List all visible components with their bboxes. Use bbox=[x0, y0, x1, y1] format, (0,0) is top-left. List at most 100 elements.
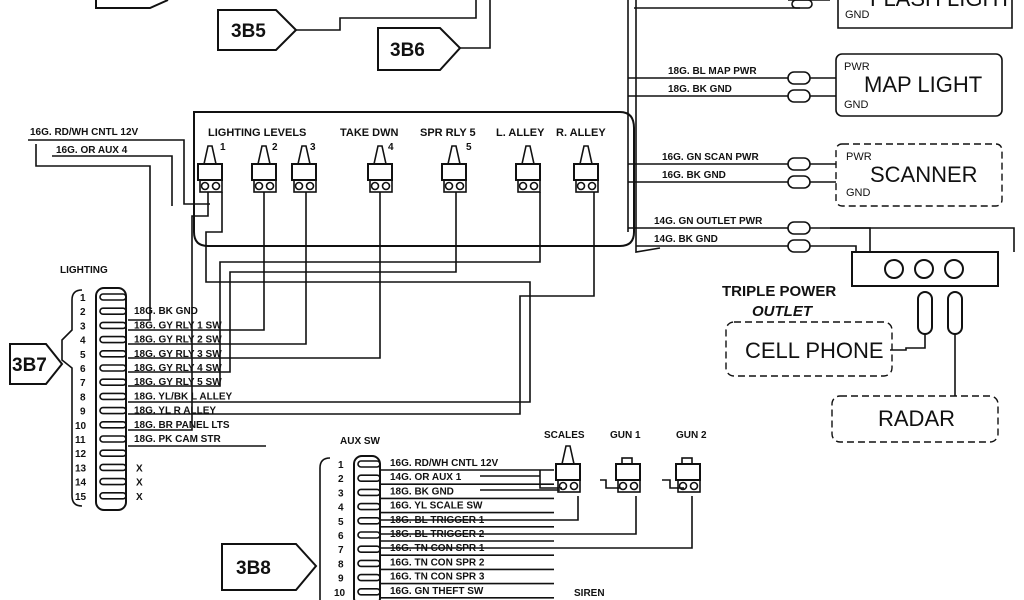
lighting-pin-4: 4 bbox=[80, 336, 86, 347]
flash-light-gnd: GND bbox=[845, 9, 870, 21]
lighting-wire-label: 18G. BR PANEL LTS bbox=[134, 420, 230, 431]
toggle-switch-1 bbox=[197, 145, 223, 193]
switch-num-5: 5 bbox=[466, 142, 472, 153]
aux-pin-socket bbox=[357, 545, 381, 554]
scanner-label: SCANNER bbox=[870, 162, 978, 187]
aux-wire-label: 16G. GN THEFT SW bbox=[390, 586, 484, 597]
lighting-wire-label: 18G. YL R ALLEY bbox=[134, 406, 216, 417]
connector-3b5-label: 3B5 bbox=[231, 21, 266, 42]
gun2-label: GUN 2 bbox=[676, 430, 707, 441]
cntl12-wire-label: 16G. RD/WH CNTL 12V bbox=[30, 127, 138, 138]
flash-light-label: FLASH LIGHT bbox=[870, 0, 1012, 11]
lighting-unused-mark: X bbox=[136, 478, 143, 489]
aux-pin-9: 9 bbox=[338, 574, 344, 585]
toggle-switch-7 bbox=[573, 145, 599, 193]
lighting-pin-socket bbox=[99, 449, 127, 458]
switch-num-3: 3 bbox=[310, 142, 316, 153]
radar-device: RADAR bbox=[831, 395, 999, 443]
lighting-unused-mark: X bbox=[136, 463, 143, 474]
aux-pin-socket bbox=[357, 460, 381, 468]
aux-pin-5: 5 bbox=[338, 517, 344, 528]
scanner-device: 16G. GN SCAN PWR 16G. BK GND PWR GND SCA… bbox=[662, 143, 1003, 207]
aux-pin-socket bbox=[357, 516, 381, 525]
connector-tag-top-left bbox=[95, 0, 169, 9]
aux-pin-4: 4 bbox=[338, 503, 344, 514]
map-light-label: MAP LIGHT bbox=[864, 72, 982, 97]
power-bus bbox=[627, 0, 800, 253]
switch-output-wires bbox=[128, 192, 595, 447]
toggle-switch-4 bbox=[367, 145, 393, 193]
toggle-switch-2 bbox=[251, 145, 277, 193]
lighting-pin-socket bbox=[99, 491, 127, 500]
lighting-pin-12: 12 bbox=[75, 449, 87, 460]
spr-rly5-label: SPR RLY 5 bbox=[420, 127, 476, 139]
toggle-switch-5 bbox=[441, 145, 467, 193]
lighting-wire-label: 18G. GY RLY 3 SW bbox=[134, 349, 222, 360]
aux-pin-6: 6 bbox=[338, 531, 344, 542]
map-light-device: 18G. BL MAP PWR 18G. BK GND PWR GND MAP … bbox=[668, 53, 1003, 117]
lighting-pin-6: 6 bbox=[80, 364, 86, 375]
radar-label: RADAR bbox=[878, 406, 955, 431]
map-light-gnd-label: GND bbox=[844, 99, 869, 111]
scanner-pwr-wire: 16G. GN SCAN PWR bbox=[662, 152, 759, 163]
lighting-pin-socket bbox=[99, 349, 127, 358]
aux-pin-7: 7 bbox=[338, 545, 344, 556]
lighting-pin-socket bbox=[99, 307, 127, 316]
outlet-gnd-wire: 14G. BK GND bbox=[654, 234, 718, 245]
lighting-pin-13: 13 bbox=[75, 463, 87, 474]
lighting-pin-2: 2 bbox=[80, 307, 86, 318]
aux-pin-3: 3 bbox=[338, 488, 344, 499]
lighting-pin-9: 9 bbox=[80, 407, 86, 418]
lighting-pin-socket bbox=[99, 435, 127, 443]
cell-phone-device: CELL PHONE bbox=[725, 321, 893, 377]
switch-num-1: 1 bbox=[220, 142, 226, 153]
toggle-switch-6 bbox=[515, 145, 541, 193]
siren-label: SIREN bbox=[574, 588, 605, 599]
cell-phone-label: CELL PHONE bbox=[745, 338, 884, 363]
lighting-pin-14: 14 bbox=[75, 478, 87, 489]
aux-pin-1: 1 bbox=[338, 460, 344, 471]
switch-num-4: 4 bbox=[388, 142, 394, 153]
aux-pin-socket bbox=[357, 488, 381, 497]
aux-wire-label: 14G. OR AUX 1 bbox=[390, 472, 462, 483]
lighting-wire-label: 18G. PK CAM STR bbox=[134, 434, 221, 445]
connector-3b6-tag: 3B6 bbox=[377, 0, 491, 71]
lighting-header: LIGHTING bbox=[60, 265, 108, 276]
outlet-pwr-wire: 14G. GN OUTLET PWR bbox=[654, 216, 763, 227]
triple-outlet-title-1: TRIPLE POWER bbox=[722, 283, 836, 300]
lighting-pin-socket bbox=[99, 293, 127, 301]
lighting-wire-label: 18G. GY RLY 2 SW bbox=[134, 335, 222, 346]
aux-pin-socket bbox=[357, 502, 381, 511]
flash-light-device: GND FLASH LIGHT bbox=[788, 0, 1013, 29]
connector-3b8-tag: 3B8 bbox=[221, 543, 318, 591]
lighting-pin-socket bbox=[99, 477, 127, 486]
scales-toggle bbox=[555, 445, 581, 493]
lighting-pin-socket bbox=[99, 321, 127, 330]
connector-3b7-tag: 3B7 bbox=[9, 343, 64, 385]
aux-pin-socket bbox=[357, 559, 381, 568]
gun1-label: GUN 1 bbox=[610, 430, 641, 441]
connector-3b6-label: 3B6 bbox=[390, 40, 425, 61]
triple-outlet-title-2: OUTLET bbox=[752, 303, 814, 320]
lighting-pin-socket bbox=[99, 406, 127, 415]
aux-sw-header: AUX SW bbox=[340, 436, 381, 447]
lighting-pin-7: 7 bbox=[80, 378, 86, 389]
lighting-pin-15: 15 bbox=[75, 492, 87, 503]
aux-pin-socket bbox=[357, 587, 381, 596]
map-light-pwr-label: PWR bbox=[844, 61, 870, 73]
lighting-pin-11: 11 bbox=[75, 435, 86, 446]
lighting-wire-label: 18G. GY RLY 5 SW bbox=[134, 377, 222, 388]
input-wires: 16G. RD/WH CNTL 12V 16G. OR AUX 4 bbox=[28, 127, 210, 321]
triple-power-outlet: 14G. GN OUTLET PWR 14G. BK GND TRIPLE PO… bbox=[654, 216, 1015, 396]
aux-wire-label: 16G. TN CON SPR 3 bbox=[390, 572, 485, 583]
lighting-pin-5: 5 bbox=[80, 350, 86, 361]
lighting-unused-mark: X bbox=[136, 492, 143, 503]
aux-switches: SCALES GUN 1 GUN 2 SIREN bbox=[380, 430, 707, 599]
scanner-gnd-label: GND bbox=[846, 187, 871, 199]
lighting-pin-socket bbox=[99, 420, 127, 429]
lighting-pin-socket bbox=[99, 335, 127, 344]
aux-pin-socket bbox=[357, 573, 381, 582]
map-light-pwr-wire: 18G. BL MAP PWR bbox=[668, 66, 757, 77]
